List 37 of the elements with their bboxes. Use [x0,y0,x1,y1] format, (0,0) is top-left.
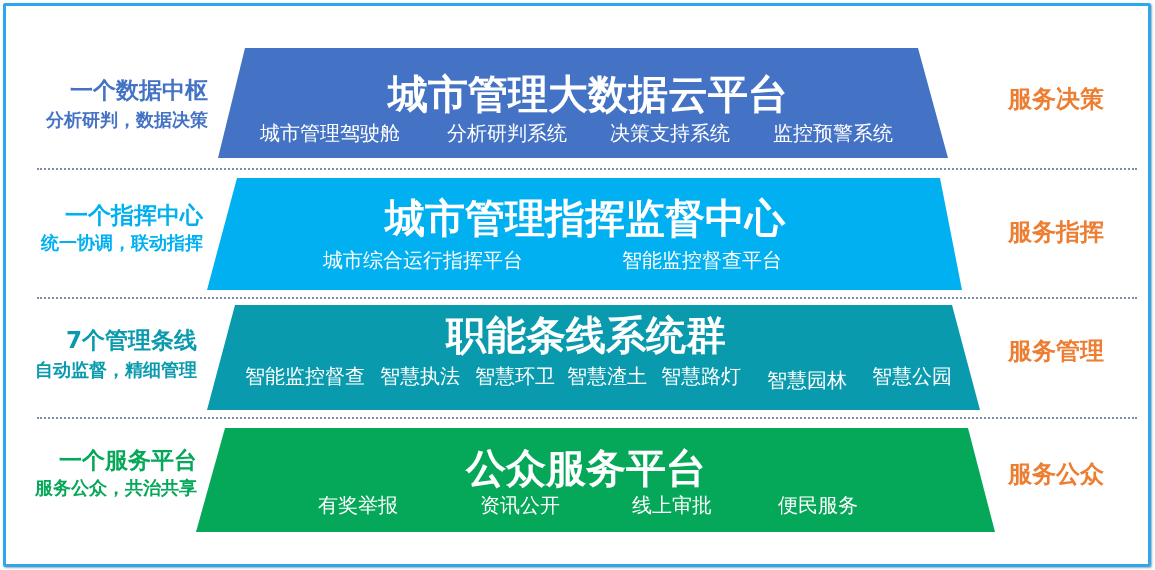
service-label: 服务指挥 [1008,220,1104,244]
row-heading: 7个管理条线 [66,329,197,352]
module-label: 智慧环卫 [475,366,555,386]
layer-band [207,178,962,290]
row-heading: 一个服务平台 [59,449,197,472]
module-label: 决策支持系统 [610,123,730,143]
module-label: 便民服务 [778,495,858,515]
module-label: 智慧公园 [872,366,952,386]
module-label: 智慧渣土 [567,366,647,386]
row-heading: 一个数据中枢 [70,79,208,102]
row-heading: 一个指挥中心 [65,204,203,227]
module-label: 智慧园林 [767,370,847,390]
service-label: 服务管理 [1008,339,1104,363]
service-label: 服务公众 [1008,462,1104,486]
band-title: 公众服务平台 [466,448,706,488]
row-subheading: 自动监督，精细管理 [35,361,197,379]
module-label: 监控预警系统 [773,123,893,143]
layer-band [196,428,995,532]
module-label: 智能监控督查平台 [622,250,782,270]
module-label: 智能监控督查 [245,366,365,386]
module-label: 智慧路灯 [661,366,741,386]
band-title: 城市管理指挥监督中心 [385,198,785,238]
service-label: 服务决策 [1008,87,1104,111]
row-subheading: 分析研判，数据决策 [46,111,208,129]
module-label: 资讯公开 [480,495,560,515]
module-label: 城市管理驾驶舱 [260,123,400,143]
module-label: 线上审批 [632,495,712,515]
row-subheading: 服务公众，共治共享 [35,479,197,497]
band-title: 城市管理大数据云平台 [388,74,788,114]
module-label: 分析研判系统 [447,123,567,143]
row-subheading: 统一协调，联动指挥 [41,234,203,252]
band-title: 职能条线系统群 [446,315,726,355]
module-label: 有奖举报 [318,495,398,515]
module-label: 城市综合运行指挥平台 [323,250,523,270]
layer-band [207,305,980,410]
module-label: 智慧执法 [380,366,460,386]
layer-band [218,48,948,158]
